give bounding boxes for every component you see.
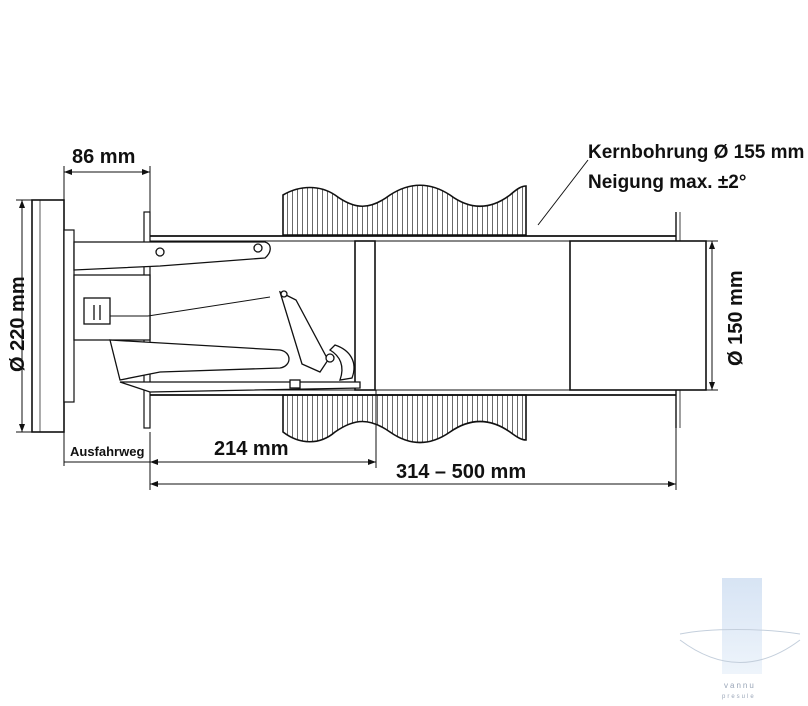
dimension-lines — [16, 159, 718, 490]
piston-box — [354, 240, 376, 391]
wall-hatching-top — [282, 184, 527, 236]
dim-flange-depth: 86 mm — [72, 146, 135, 168]
brand-tagline: presule — [722, 694, 756, 700]
wall-hatching-bottom — [282, 394, 527, 444]
callout-slope: Neigung max. ±2° — [588, 172, 746, 193]
dim-wall-length: 314 – 500 mm — [396, 461, 526, 483]
arrowheads — [19, 169, 715, 487]
dim-outer-diameter: Ø 220 mm — [7, 276, 29, 372]
dim-inner-length: 214 mm — [214, 438, 289, 460]
inner-pipe — [569, 240, 707, 391]
dim-pipe-diameter: Ø 150 mm — [725, 270, 747, 366]
callout-core-hole: Kernbohrung Ø 155 mm — [588, 142, 804, 163]
brand-name: vannu — [724, 681, 756, 690]
dim-travel: Ausfahrweg — [70, 444, 144, 459]
mechanism — [73, 241, 361, 393]
brand-logo: vannu presule — [679, 578, 801, 700]
